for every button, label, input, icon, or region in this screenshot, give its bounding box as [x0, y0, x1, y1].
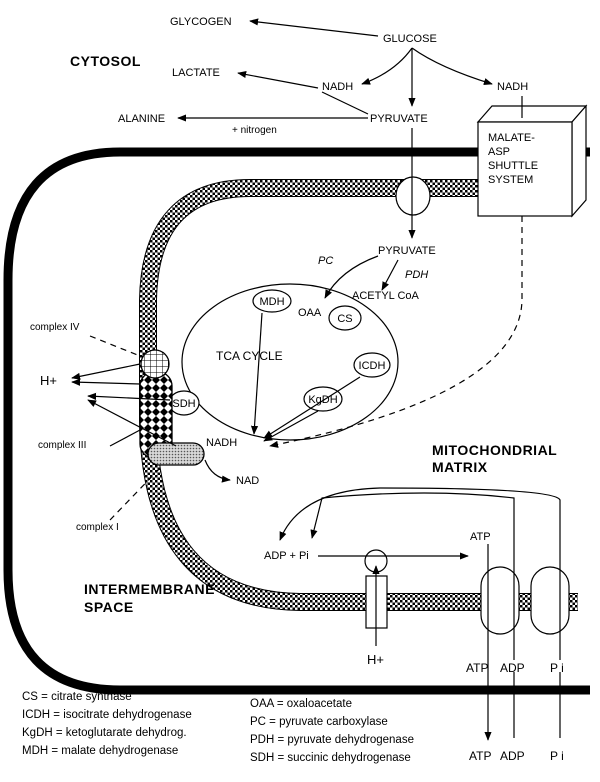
- matrix-label-2: MATRIX: [432, 459, 488, 475]
- adp-in-label: ADP: [500, 661, 525, 675]
- complex-iv-shape: [140, 349, 170, 379]
- h-plus-bottom-label: H+: [367, 652, 384, 667]
- legend-right-3: PDH = pyruvate dehydrogenase: [250, 734, 414, 746]
- pyruvate-transporter: [395, 176, 431, 216]
- icdh-label: ICDH: [359, 360, 386, 372]
- h-plus-left-label: H+: [40, 373, 57, 388]
- malate-asp-shuttle-box: [476, 104, 588, 218]
- legend-left-1: CS = citrate synthase: [22, 691, 132, 703]
- legend-left-4: MDH = malate dehydrogenase: [22, 745, 178, 757]
- oaa-label: OAA: [298, 307, 322, 319]
- atp-matrix-label: ATP: [470, 531, 491, 543]
- mdh-enzyme: [252, 289, 292, 313]
- pyruvate-cytosol-label: PYRUVATE: [370, 113, 428, 125]
- pyruvate-mito-label: PYRUVATE: [378, 245, 436, 257]
- phosphate-transporter: [530, 566, 570, 635]
- cs-label: CS: [337, 313, 352, 325]
- legend-right-2: PC = pyruvate carboxylase: [250, 716, 388, 728]
- shuttle-label-4: SYSTEM: [488, 174, 533, 186]
- adp-out-label: ADP: [500, 749, 525, 763]
- complex-i-shape: [147, 442, 205, 466]
- shuttle-label-2: ASP: [488, 146, 510, 158]
- pdh-label: PDH: [405, 269, 428, 281]
- atp-in-label: ATP: [466, 661, 488, 675]
- glucose-label: GLUCOSE: [383, 33, 437, 45]
- cs-enzyme: [328, 305, 362, 331]
- mdh-label: MDH: [259, 296, 284, 308]
- kgdh-enzyme: [303, 386, 343, 412]
- cytosol-label: CYTOSOL: [70, 53, 141, 69]
- shuttle-label-1: MALATE-: [488, 132, 535, 144]
- pc-label: PC: [318, 255, 333, 267]
- legend-right-1: OAA = oxaloacetate: [250, 698, 352, 710]
- nitrogen-label: + nitrogen: [232, 125, 277, 136]
- legend: CS = citrate synthase ICDH = isocitrate …: [22, 691, 414, 764]
- nadh-matrix-label: NADH: [206, 437, 237, 449]
- nadh-cytosol-label: NADH: [322, 81, 353, 93]
- matrix-label-1: MITOCHONDRIAL: [432, 442, 557, 458]
- tca-cycle-circle: [181, 283, 399, 441]
- legend-right-4: SDH = succinic dehydrogenase: [250, 752, 411, 764]
- lactate-label: LACTATE: [172, 67, 220, 79]
- nad-label: NAD: [236, 475, 259, 487]
- complex-iii-label: complex III: [38, 440, 86, 451]
- atp-out-label: ATP: [469, 749, 491, 763]
- sdh-label: SDH: [172, 398, 195, 410]
- outer-membrane: [3, 147, 590, 695]
- legend-left-2: ICDH = isocitrate dehydrogenase: [22, 709, 192, 721]
- atp-adp-translocase: [480, 566, 520, 635]
- shuttle-label-3: SHUTTLE: [488, 160, 538, 172]
- intermembrane-label-2: SPACE: [84, 599, 134, 615]
- glycogen-label: GLYCOGEN: [170, 16, 232, 28]
- tca-cycle-label: TCA CYCLE: [216, 349, 283, 363]
- pi-in-label: P i: [550, 661, 564, 675]
- alanine-label: ALANINE: [118, 113, 165, 125]
- acetyl-coa-label: ACETYL CoA: [352, 290, 420, 302]
- legend-left-3: KgDH = ketoglutarate dehydrog.: [22, 727, 187, 739]
- adp-pi-label: ADP + Pi: [264, 550, 309, 562]
- pi-out-label: P i: [550, 749, 564, 763]
- intermembrane-label-1: INTERMEMBRANE: [84, 581, 215, 597]
- icdh-enzyme: [353, 352, 391, 378]
- complex-iv-label: complex IV: [30, 322, 80, 333]
- complex-i-label: complex I: [76, 522, 119, 533]
- nadh-shuttle-label: NADH: [497, 81, 528, 93]
